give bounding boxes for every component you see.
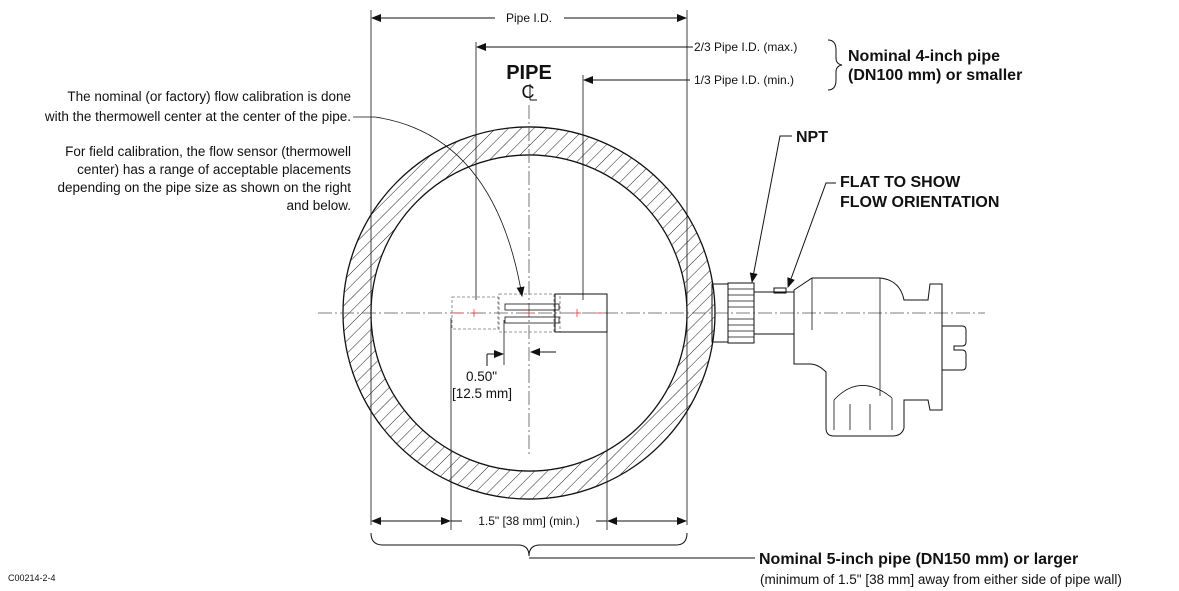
thermowell-prong-bottom: [504, 316, 560, 324]
probe-assembly: [711, 277, 967, 437]
offset-label-in: 0.50": [466, 369, 497, 384]
large-pipe-line1: Nominal 5-inch pipe (DN150 mm) or larger: [759, 551, 1078, 568]
small-pipe-line1: Nominal 4-inch pipe: [848, 48, 1000, 65]
pipe-id-label: Pipe I.D.: [506, 11, 552, 25]
field-note-line2: center) has a range of acceptable placem…: [77, 162, 351, 177]
calib-note-leader: [353, 116, 525, 297]
cable-connector: [941, 325, 967, 371]
figure-id: C00214-2-4: [8, 573, 56, 583]
sensor-placements: [451, 293, 608, 333]
one-third-label: 1/3 Pipe I.D. (min.): [694, 73, 794, 87]
transmitter-housing: [793, 277, 943, 437]
two-thirds-label: 2/3 Pipe I.D. (max.): [694, 40, 797, 54]
small-pipe-brace: [827, 39, 843, 91]
npt-label: NPT: [796, 129, 828, 146]
small-pipe-line2: (DN100 mm) or smaller: [848, 67, 1022, 84]
large-pipe-brace: [370, 532, 688, 557]
placement-outline-center: [498, 293, 555, 333]
centerline-symbol: CL C: [522, 82, 537, 102]
svg-text:C: C: [522, 82, 535, 102]
placement-outline-left: [451, 296, 499, 330]
thermowell-body: [554, 293, 608, 333]
pipe-label: PIPE: [506, 62, 552, 84]
wall-min-label: 1.5" [38 mm] (min.): [478, 514, 580, 528]
npt-thread-lines: [728, 288, 754, 338]
field-note-line3: depending on the pipe size as shown on t…: [58, 180, 352, 195]
housing-detail: [811, 278, 893, 430]
flat-label-line2: FLOW ORIENTATION: [840, 194, 999, 211]
field-note-line4: and below.: [286, 198, 351, 213]
large-pipe-line2: (minimum of 1.5" [38 mm] away from eithe…: [760, 572, 1122, 587]
offset-label-mm: [12.5 mm]: [452, 386, 512, 401]
field-note-line1: For field calibration, the flow sensor (…: [65, 144, 351, 159]
calib-note-line1: The nominal (or factory) flow calibratio…: [67, 89, 351, 104]
flat-leader: [787, 182, 836, 288]
placement-center-marks: [454, 309, 604, 317]
thermowell-prong-top: [504, 303, 560, 311]
flat-orientation-marker: [773, 287, 787, 294]
npt-leader: [749, 135, 792, 283]
calib-note-line2: with the thermowell center at the center…: [44, 109, 351, 124]
flat-label-line1: FLAT TO SHOW: [840, 174, 961, 191]
